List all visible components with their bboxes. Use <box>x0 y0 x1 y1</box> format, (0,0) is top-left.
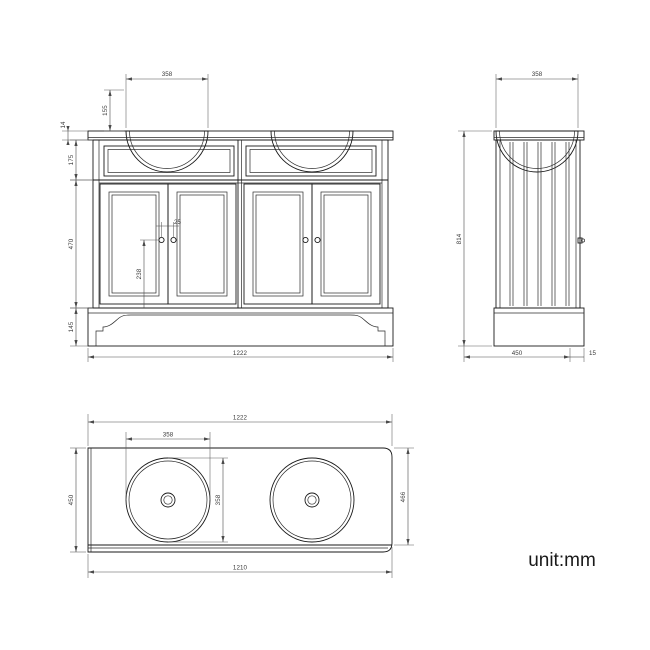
door-knob-4[interactable] <box>314 236 321 244</box>
front-cabinet-body <box>92 139 389 309</box>
front-door-1[interactable] <box>99 183 169 305</box>
plan-basin-right <box>269 457 355 543</box>
dim-front-basin-width: 358 <box>162 71 173 78</box>
dim-plan-basin-dia: 358 <box>163 432 174 439</box>
plan-view-dimensions: 1222 358 358 450 466 1210 <box>68 414 414 578</box>
dim-front-door-height: 470 <box>68 238 75 249</box>
dim-side-height: 814 <box>456 233 463 244</box>
dim-plan-base-width: 1210 <box>233 565 248 572</box>
door-knob-3[interactable] <box>302 236 309 244</box>
dim-plan-depth-right: 466 <box>400 491 407 502</box>
plan-drain-left <box>160 492 176 508</box>
side-elevation-view <box>493 130 585 347</box>
side-plinth <box>493 307 585 347</box>
plan-countertop-outline <box>87 447 393 553</box>
front-drawer-left[interactable] <box>103 145 235 177</box>
front-door-2[interactable] <box>167 183 237 305</box>
dim-front-drawer-height: 175 <box>68 154 75 165</box>
dim-plan-top-width: 1222 <box>233 415 248 422</box>
plan-drain-right <box>304 492 320 508</box>
dim-side-overhang: 15 <box>589 350 597 357</box>
front-door-4[interactable] <box>311 183 381 305</box>
front-view-dimensions: 358 155 14 175 470 145 <box>60 71 394 362</box>
dim-front-knob-position: 238 <box>136 268 143 279</box>
dim-front-plinth-height: 145 <box>68 321 75 332</box>
front-plinth <box>87 307 394 347</box>
side-door-knob[interactable] <box>577 237 585 244</box>
plan-view <box>87 447 393 553</box>
front-elevation-view <box>87 130 394 347</box>
dim-side-depth: 450 <box>512 350 523 357</box>
dim-front-basin-height: 155 <box>102 105 109 116</box>
side-view-dimensions: 358 814 450 15 <box>456 71 597 362</box>
dim-front-top-thickness: 14 <box>60 121 67 129</box>
dim-front-overall-width: 1222 <box>233 350 248 357</box>
dim-plan-depth-left: 450 <box>68 494 75 505</box>
dim-plan-basin-inner: 358 <box>215 494 222 505</box>
unit-label: unit:mm <box>528 550 596 571</box>
dim-front-knob-gap: 25 <box>174 219 182 226</box>
front-drawer-right[interactable] <box>245 145 377 177</box>
dim-side-basin-width: 358 <box>532 71 543 78</box>
